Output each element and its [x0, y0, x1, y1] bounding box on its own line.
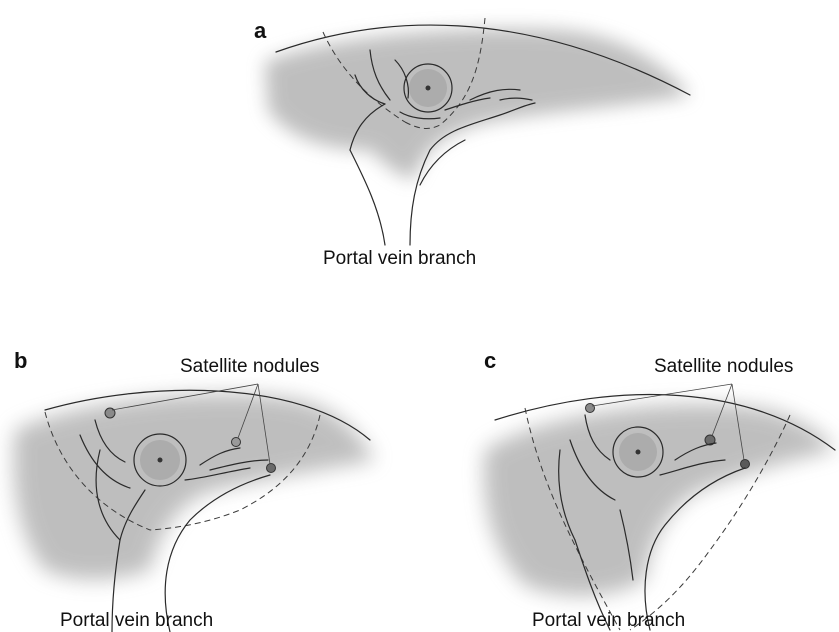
tumor-nodule-icon	[134, 434, 186, 486]
panel-b-diagram	[0, 340, 420, 632]
liver-parenchyma-shading	[14, 394, 375, 579]
panel-a: a Portal vein branch	[0, 0, 839, 280]
panel-a-diagram	[0, 0, 839, 280]
panel-c: c Satellite nodules	[470, 340, 839, 632]
liver-parenchyma-shading	[265, 29, 690, 180]
portal-vein-label-c: Portal vein branch	[532, 610, 685, 632]
tumor-nodule-icon	[404, 64, 452, 112]
portal-vein-label-a: Portal vein branch	[323, 248, 476, 270]
tumor-nodule-icon	[613, 427, 663, 477]
liver-parenchyma-shading	[484, 404, 835, 595]
panel-c-diagram	[470, 340, 839, 632]
portal-vein-label-b: Portal vein branch	[60, 610, 213, 632]
panel-b: b Satellite nodules	[0, 340, 420, 632]
